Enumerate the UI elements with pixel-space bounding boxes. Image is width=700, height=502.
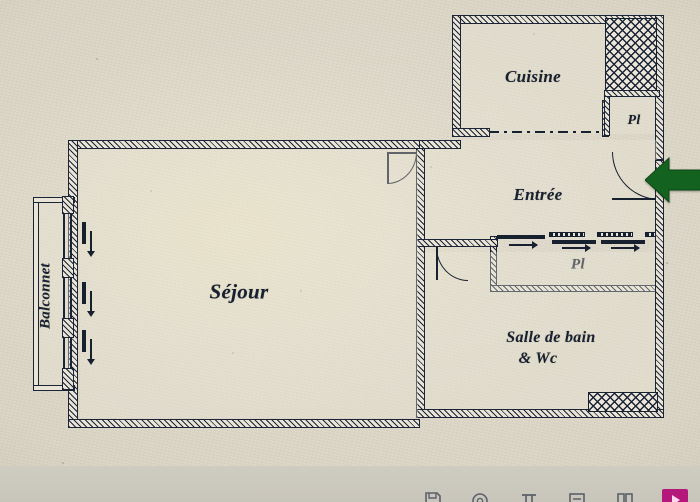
wall-balconnet-stub-3 — [62, 318, 74, 338]
duct-block-kitchen — [605, 18, 657, 92]
page-icon[interactable] — [566, 489, 588, 502]
door-leaf-salle-de-bain — [436, 247, 438, 280]
wall-entree-top — [416, 140, 461, 149]
room-area-sejour — [80, 150, 418, 418]
door-leaf-sejour — [387, 152, 389, 183]
placard-slider-panel-2 — [549, 232, 585, 237]
wall-salle-de-bain-top — [416, 239, 498, 247]
wall-cuisine-bottom — [452, 128, 490, 137]
entrance-door-leaf — [612, 198, 658, 200]
columns-icon[interactable] — [614, 489, 636, 502]
room-label-placard-entree: Pl — [571, 256, 585, 273]
balconnet-glazing-line-2 — [70, 203, 72, 389]
wall-placard-cuisine-left — [604, 94, 610, 136]
wall-balconnet-bottom — [33, 385, 75, 391]
bottom-toolbar[interactable] — [0, 466, 700, 502]
room-label-entree: Entrée — [513, 185, 563, 204]
passage-dashdot-line — [489, 131, 605, 133]
placard-slider-arrow-3 — [611, 244, 640, 251]
wall-placard-cuisine-top — [604, 90, 660, 97]
wall-balconnet-stub-4 — [62, 368, 74, 390]
room-label-salle-de-bain-text: Salle de bain & Wc — [506, 328, 596, 367]
balconnet-slider-panel-3 — [82, 330, 86, 352]
balconnet-slider-panel-1 — [82, 222, 86, 244]
wall-balconnet-top — [33, 197, 75, 203]
room-area-balconnet — [36, 200, 72, 388]
crop-icon[interactable] — [518, 489, 540, 502]
wall-balconnet-stub-2 — [62, 258, 74, 278]
wall-sejour-top — [68, 140, 420, 149]
door-header-sejour — [387, 152, 417, 154]
balconnet-slider-arrow-1 — [87, 231, 94, 257]
room-label-cuisine: Cuisine — [505, 67, 561, 86]
wall-cuisine-left — [452, 15, 461, 137]
balconnet-slider-panel-2 — [82, 282, 86, 304]
placard-slider-panel-2b — [552, 240, 596, 244]
room-label-balconnet: Balconnet — [37, 262, 54, 330]
placard-slider-arrow-1 — [509, 241, 538, 248]
stamp-icon[interactable] — [470, 489, 492, 502]
balconnet-glazing-line-1 — [63, 203, 65, 389]
wall-balconnet-stub-1 — [62, 196, 74, 214]
wall-outer-bottom-left — [68, 419, 420, 428]
balconnet-slider-arrow-2 — [87, 291, 94, 317]
play-icon — [671, 495, 680, 502]
play-button[interactable] — [662, 489, 688, 502]
room-label-sejour: Séjour — [209, 279, 269, 304]
placard-slider-panel-3b — [601, 240, 645, 244]
room-label-placard-cuisine: Pl — [627, 113, 641, 128]
placard-slider-arrow-2 — [562, 244, 591, 251]
entrance-marker-arrow — [644, 155, 700, 205]
room-label-salle-de-bain: Salle de bain & Wc — [480, 305, 595, 391]
placard-slider-panel-1 — [497, 235, 545, 239]
balconnet-slider-arrow-3 — [87, 339, 94, 365]
placard-slider-panel-3 — [597, 232, 633, 237]
wall-outer-bottom-right — [416, 409, 664, 418]
duct-block-bathroom — [588, 392, 658, 412]
save-icon[interactable] — [422, 489, 444, 502]
